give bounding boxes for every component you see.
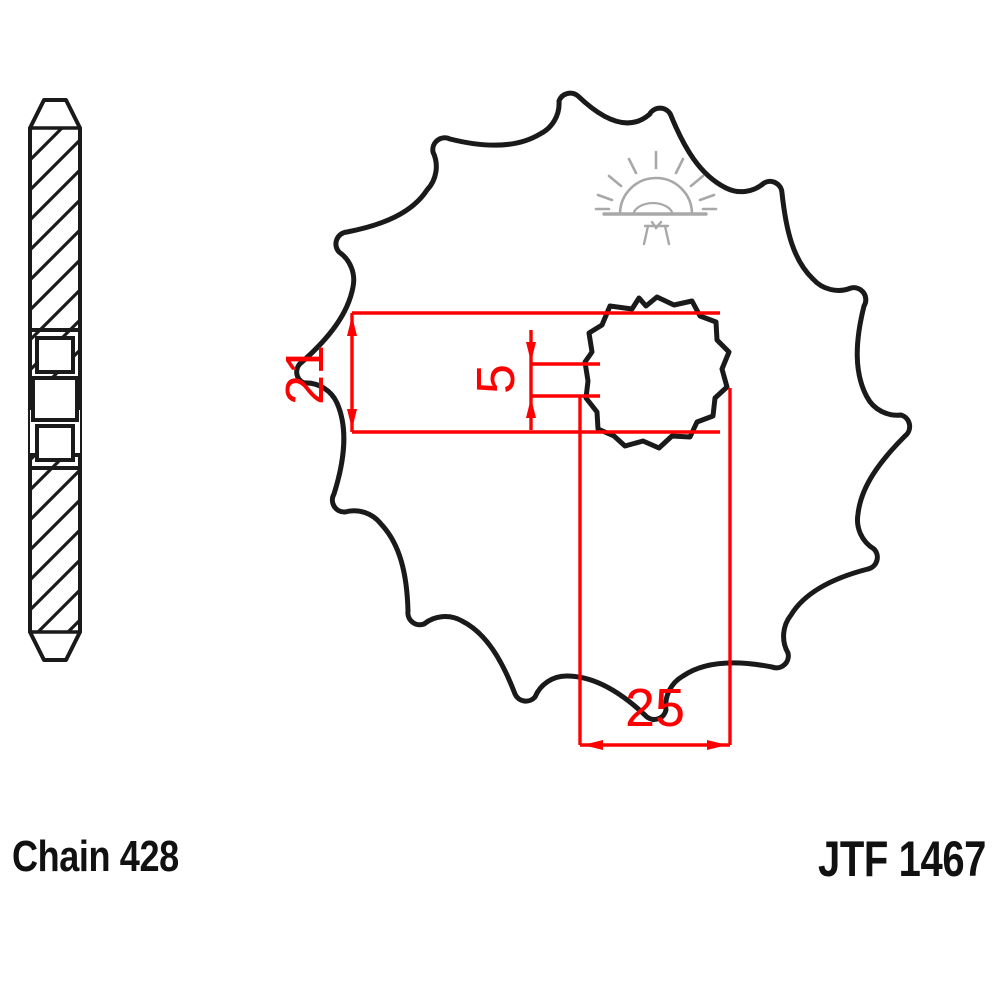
chain-label: Chain 428	[12, 832, 179, 881]
bore-stack-edges	[30, 328, 80, 470]
dimension-5	[526, 330, 600, 430]
part-number-label: JTF 1467	[817, 831, 986, 887]
dimension-25-value: 25	[625, 678, 685, 738]
sprocket-face-view	[294, 90, 913, 722]
dimension-21-value: 21	[275, 345, 335, 405]
sunrise-icon	[594, 150, 718, 246]
dimension-5-value: 5	[466, 364, 526, 394]
side-section-view	[28, 98, 82, 662]
dimension-21	[347, 311, 720, 434]
dimension-25	[578, 388, 732, 750]
bore-detail-stack	[31, 336, 79, 462]
splined-bore	[582, 294, 732, 451]
dimension-annotations: 21 5 25	[275, 311, 732, 750]
